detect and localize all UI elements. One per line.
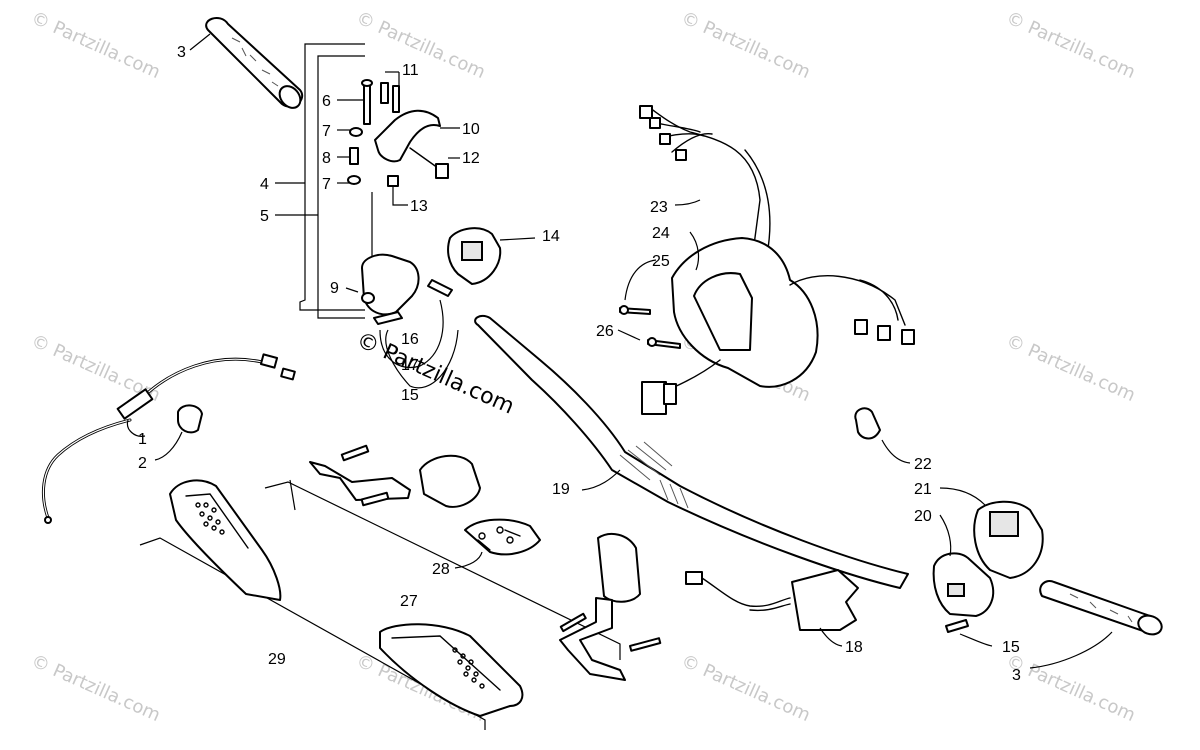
handguard-right-29 [379, 623, 524, 717]
callout-11: 11 [402, 62, 419, 79]
bracket-28 [464, 518, 541, 556]
watermark: © Partzilla.com [1003, 330, 1138, 406]
mount-block-right [597, 532, 641, 603]
callout-20: 20 [914, 508, 932, 525]
washer-7b [347, 175, 361, 185]
mount-bracket-right [559, 597, 626, 681]
clip-13 [387, 175, 399, 187]
wiring-pod [617, 105, 915, 415]
watermark: © Partzilla.com [1003, 7, 1138, 83]
callout-14: 14 [542, 228, 560, 245]
callout-16: 16 [401, 331, 419, 348]
switch-11 [392, 85, 400, 113]
watermark: © Partzilla.com [1003, 650, 1138, 726]
watermark: © Partzilla.com [678, 7, 813, 83]
watermark: © Partzilla.com [28, 7, 163, 83]
lever-10 [374, 109, 441, 163]
handguard-vents-right [452, 647, 485, 689]
callout-13: 13 [410, 198, 428, 215]
callout-23: 23 [650, 199, 668, 216]
callout-22: 22 [914, 456, 932, 473]
watermark: © Partzilla.com [678, 650, 813, 726]
watermark: © Partzilla.com [353, 7, 488, 83]
callout-4: 4 [260, 176, 269, 193]
bushing-8 [349, 147, 359, 165]
callout-3: 3 [1012, 667, 1021, 684]
callout-12: 12 [462, 150, 480, 167]
callout-27: 27 [400, 593, 418, 610]
handguards [139, 444, 662, 730]
housing-9 [361, 253, 420, 316]
callout-15: 15 [401, 387, 419, 404]
throttle-housing [345, 192, 536, 389]
group-brackets [275, 43, 365, 319]
right-controls [854, 407, 1163, 669]
callout-28: 28 [432, 561, 450, 578]
callout-19: 19 [552, 481, 570, 498]
spacer-11 [380, 82, 389, 104]
mount-block [419, 454, 481, 508]
handguard-left-29 [169, 479, 282, 601]
callout-6: 6 [322, 93, 331, 110]
left-grip [189, 16, 303, 109]
callout-8: 8 [322, 150, 331, 167]
callout-24: 24 [652, 225, 670, 242]
callout-5: 5 [260, 208, 269, 225]
callout-29: 29 [268, 651, 286, 668]
callout-1: 1 [138, 431, 147, 448]
callout-10: 10 [462, 121, 480, 138]
handguard-vents-left [195, 502, 225, 535]
callout-21: 21 [914, 481, 932, 498]
callout-18: 18 [845, 639, 863, 656]
throttle-cable [41, 353, 296, 524]
handlebar-19 [474, 314, 909, 589]
bracket-5 [317, 55, 365, 319]
callout-26: 26 [596, 323, 614, 340]
callout-25: 25 [652, 253, 670, 270]
callouts: 1 2 3 3 4 5 6 7 7 8 9 10 11 12 13 14 15 … [138, 44, 1021, 684]
callout-7: 7 [322, 123, 331, 140]
callout-3: 3 [177, 44, 186, 61]
callout-15: 15 [1002, 639, 1020, 656]
washer-7a [349, 127, 363, 137]
mount-bracket-left [309, 461, 411, 501]
pin-6 [363, 83, 371, 125]
connector-12 [435, 163, 449, 179]
brake-lever-parts [337, 71, 460, 206]
callout-7: 7 [322, 176, 331, 193]
callout-2: 2 [138, 455, 147, 472]
callout-9: 9 [330, 280, 339, 297]
watermark: © Partzilla.com [28, 650, 163, 726]
wire-harness-18 [685, 569, 859, 647]
bracket-4 [299, 43, 365, 311]
callout-17: 17 [401, 357, 419, 374]
